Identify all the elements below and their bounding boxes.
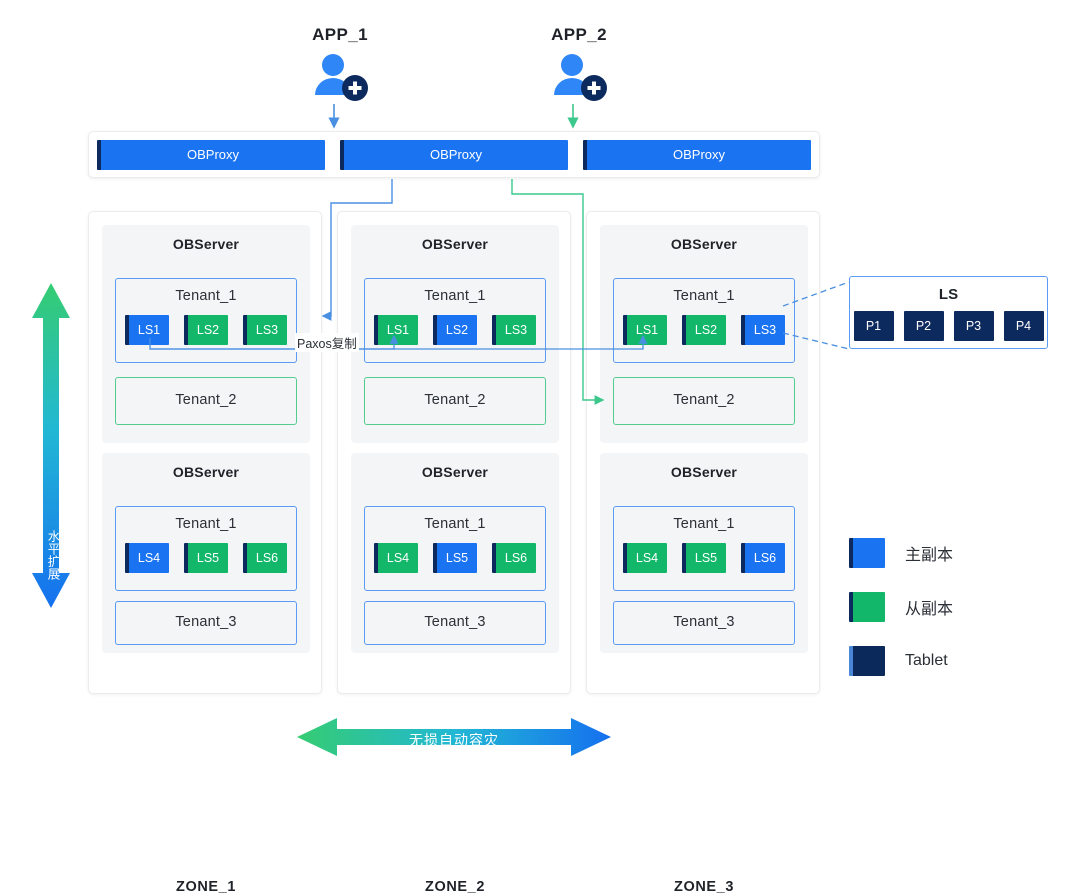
obproxy-bar: OBProxy OBProxy OBProxy: [88, 131, 820, 178]
tenant-block-2-2-2: Tenant_3: [364, 601, 546, 645]
legend-label: Tablet: [905, 652, 948, 669]
vertical-arrow-label: 水平扩展: [45, 530, 60, 580]
app-label-2: APP_2: [551, 25, 607, 44]
zone-panel-2: OBServer Tenant_1 LS1 LS2 LS3 Tenant_2 O…: [337, 211, 571, 895]
tenant-block-3-1-1: Tenant_1 LS1 LS2 LS3: [613, 278, 795, 363]
paxos-link-zone1-zone3: [150, 334, 648, 350]
tablet-block[interactable]: P2: [903, 311, 944, 341]
tablet-block[interactable]: P1: [853, 311, 894, 341]
tenant-title: Tenant_3: [673, 614, 735, 630]
ls-block[interactable]: LS4: [623, 543, 667, 573]
tenant-block-1-2-1: Tenant_1 LS4 LS5 LS6: [115, 506, 297, 591]
connector-overlay: [32, 104, 850, 756]
tenant-title: Tenant_2: [424, 392, 486, 408]
tenant-title: Tenant_1: [424, 288, 486, 304]
ls-block[interactable]: LS4: [125, 543, 169, 573]
ls-block[interactable]: LS3: [492, 315, 536, 345]
observer-title: OBServer: [172, 236, 240, 252]
legend-swatch-secondary: [849, 592, 885, 622]
ls-block[interactable]: LS2: [433, 315, 477, 345]
tenant-title: Tenant_1: [673, 516, 735, 532]
ls-block[interactable]: LS3: [243, 315, 287, 345]
tenant-title: Tenant_1: [424, 516, 486, 532]
ls-block[interactable]: LS6: [243, 543, 287, 573]
horizontal-arrow-label: 无损自动容灾: [409, 732, 499, 748]
tenant-block-2-1-2: Tenant_2: [364, 377, 546, 425]
ls-detail-dashed-top: [782, 281, 850, 307]
zone-panel-3: OBServer Tenant_1 LS1 LS2 LS3 Tenant_2 O…: [586, 211, 820, 895]
ls-detail-panel: LS P1 P2 P3 P4: [849, 276, 1048, 349]
tenant-title: Tenant_1: [175, 516, 237, 532]
ls-block[interactable]: LS6: [492, 543, 536, 573]
ls-detail-title: LS: [938, 286, 959, 303]
legend-swatch-primary: [849, 538, 885, 568]
observer-3-2: OBServer Tenant_1 LS4 LS5 LS6 Tenant_3: [600, 453, 808, 653]
ls-block[interactable]: LS2: [184, 315, 228, 345]
zone-label-1: ZONE_1: [175, 879, 236, 895]
tenant-block-1-2-2: Tenant_3: [115, 601, 297, 645]
tenant-title: Tenant_3: [175, 614, 237, 630]
ls-block[interactable]: LS6: [741, 543, 785, 573]
architecture-diagram: APP_1 APP_2 OBProxy OBProxy OBProxy OBSe…: [32, 25, 1048, 895]
ls-block[interactable]: LS3: [741, 315, 785, 345]
observer-2-1: OBServer Tenant_1 LS1 LS2 LS3 Tenant_2: [351, 225, 559, 443]
tenant-title: Tenant_1: [175, 288, 237, 304]
ls-block[interactable]: LS4: [374, 543, 418, 573]
tenant-block-2-2-1: Tenant_1 LS4 LS5 LS6: [364, 506, 546, 591]
obproxy-button-3[interactable]: OBProxy: [583, 139, 811, 170]
observer-3-1: OBServer Tenant_1 LS1 LS2 LS3 Tenant_2: [600, 225, 808, 443]
app-label-1: APP_1: [312, 25, 368, 44]
ls-block[interactable]: LS5: [682, 543, 726, 573]
tenant-title: Tenant_2: [175, 392, 237, 408]
legend-item-tablet: Tablet: [849, 641, 953, 681]
tenant-block-1-1-2: Tenant_2: [115, 377, 297, 425]
proxy-to-zone1-tenant1-path: [321, 179, 393, 321]
tenant-block-3-2-2: Tenant_3: [613, 601, 795, 645]
ls-detail-dashed-bottom: [782, 332, 850, 350]
zone-label-3: ZONE_3: [673, 879, 734, 895]
tenant-block-3-2-1: Tenant_1 LS4 LS5 LS6: [613, 506, 795, 591]
tenant-title: Tenant_2: [673, 392, 735, 408]
tenant-block-3-1-2: Tenant_2: [613, 377, 795, 425]
observer-1-2: OBServer Tenant_1 LS4 LS5 LS6 Tenant_3: [102, 453, 310, 653]
observer-title: OBServer: [172, 464, 240, 480]
zone-label-2: ZONE_2: [424, 879, 485, 895]
tablet-block[interactable]: P3: [953, 311, 994, 341]
observer-title: OBServer: [670, 464, 738, 480]
legend-swatch-tablet: [849, 646, 885, 676]
legend-label: 主副本: [905, 547, 954, 564]
legend-item-secondary: 从副本: [849, 587, 953, 627]
vertical-scale-arrow: [32, 283, 70, 608]
obproxy-button-1[interactable]: OBProxy: [97, 139, 325, 170]
observer-2-2: OBServer Tenant_1 LS4 LS5 LS6 Tenant_3: [351, 453, 559, 653]
legend-item-primary: 主副本: [849, 533, 953, 573]
legend-label: 从副本: [905, 601, 954, 618]
tablet-block[interactable]: P4: [1003, 311, 1044, 341]
proxy-to-zone3-tenant2-path: [511, 179, 605, 405]
ls-block[interactable]: LS1: [125, 315, 169, 345]
legend: 主副本 从副本 Tablet: [849, 533, 953, 695]
ls-block[interactable]: LS2: [682, 315, 726, 345]
observer-title: OBServer: [670, 236, 738, 252]
ls-block[interactable]: LS5: [433, 543, 477, 573]
paxos-replication-label: Paxos复制: [295, 333, 359, 352]
tenant-title: Tenant_3: [424, 614, 486, 630]
tenant-title: Tenant_1: [673, 288, 735, 304]
observer-title: OBServer: [421, 236, 489, 252]
obproxy-button-2[interactable]: OBProxy: [340, 139, 568, 170]
ls-block[interactable]: LS5: [184, 543, 228, 573]
observer-title: OBServer: [421, 464, 489, 480]
horizontal-dr-arrow: [297, 718, 611, 756]
